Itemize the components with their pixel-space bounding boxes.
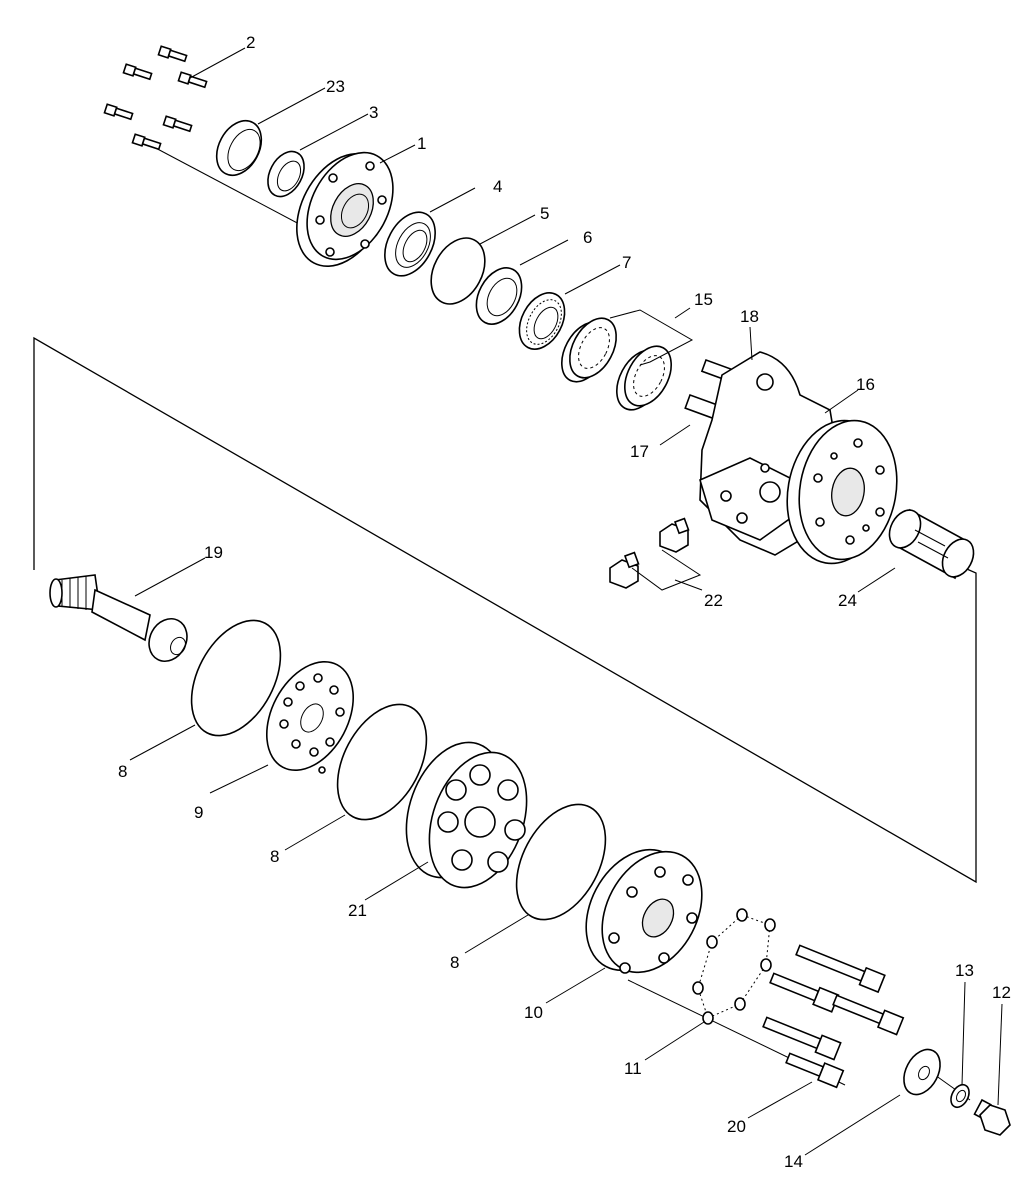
leader-lines — [129, 47, 1003, 1156]
part-16-housing — [699, 351, 898, 565]
part-24-sleeve — [888, 508, 975, 580]
callout-8b: 8 — [270, 847, 279, 866]
callout-5: 5 — [540, 204, 549, 223]
callout-22: 22 — [704, 591, 723, 610]
part-19-shaft — [49, 574, 188, 662]
callout-7: 7 — [622, 253, 631, 272]
part-9-plate — [265, 660, 355, 774]
callout-1: 1 — [417, 134, 426, 153]
part-4-seal — [384, 211, 436, 277]
part-3-seal — [267, 150, 305, 198]
callout-10: 10 — [524, 1003, 543, 1022]
callout-16: 16 — [856, 375, 875, 394]
callout-12: 12 — [992, 983, 1011, 1002]
part-21-rotor — [405, 741, 528, 889]
callout-17: 17 — [630, 442, 649, 461]
callout-13: 13 — [955, 961, 974, 980]
callout-2: 2 — [246, 33, 255, 52]
part-6-washer — [475, 267, 523, 325]
callout-23: 23 — [326, 77, 345, 96]
callout-3: 3 — [369, 103, 378, 122]
callout-19: 19 — [204, 543, 223, 562]
part-10-end-cover — [585, 848, 703, 974]
callout-8a: 8 — [118, 762, 127, 781]
part-8-o-rings — [190, 619, 607, 921]
part-11-washers — [692, 908, 776, 1025]
callout-24: 24 — [838, 591, 857, 610]
part-13-seal-washer — [950, 1083, 970, 1109]
callout-9: 9 — [194, 803, 203, 822]
part-5-o-ring — [430, 237, 486, 305]
part-22-plugs — [609, 517, 690, 589]
part-7-thrust-bearing — [518, 292, 566, 350]
part-12-plug — [973, 1098, 1011, 1136]
assembly-guide-lines — [33, 144, 977, 1101]
callout-11: 11 — [624, 1059, 642, 1078]
callout-labels: 2 23 3 1 4 5 6 7 15 18 16 17 22 24 19 8 … — [118, 33, 1011, 1171]
callout-6: 6 — [583, 228, 592, 247]
callout-8c: 8 — [450, 953, 459, 972]
callout-18: 18 — [740, 307, 759, 326]
part-14-washer — [903, 1048, 941, 1096]
part-1-front-flange — [296, 151, 394, 268]
callout-20: 20 — [727, 1117, 746, 1136]
part-15-needle-bearings — [561, 317, 672, 411]
part-23-ring — [215, 119, 263, 177]
callout-4: 4 — [493, 177, 502, 196]
part-20-bolts — [762, 944, 905, 1089]
callout-14: 14 — [784, 1152, 803, 1171]
callout-21: 21 — [348, 901, 367, 920]
part-2-bolts — [103, 45, 208, 151]
callout-15: 15 — [694, 290, 713, 309]
